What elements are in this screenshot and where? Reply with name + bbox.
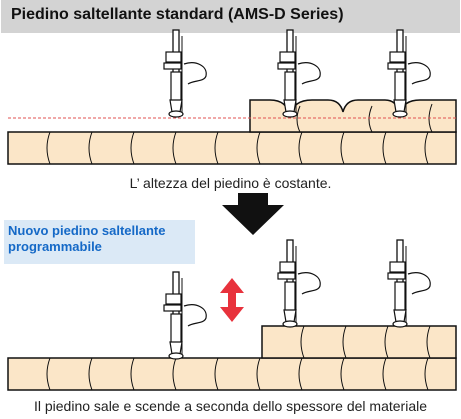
caption-constant-height: L’ altezza del piedino è costante.: [129, 175, 332, 191]
caption-variable-height: Il piedino sale e scende a seconda dello…: [33, 398, 428, 414]
new-foot-label: Nuovo piedino saltellante programmabile: [4, 220, 195, 264]
bottom-upper-layer: [261, 325, 457, 359]
new-foot-label-line2: programmabile: [8, 239, 102, 254]
presser-foot-icon: [163, 271, 207, 360]
down-arrow-icon: [222, 193, 284, 235]
presser-foot-icon: [387, 239, 431, 328]
up-down-arrow-icon: [220, 278, 244, 322]
top-upper-layer: [249, 99, 457, 133]
presser-foot-icon: [277, 239, 321, 328]
presser-foot-icon: [163, 29, 207, 118]
bottom-base-fabric: [7, 357, 457, 391]
diagram-title: Piedino saltellante standard (AMS-D Seri…: [1, 0, 460, 33]
new-foot-label-line1: Nuovo piedino saltellante: [8, 223, 166, 238]
top-base-fabric: [7, 131, 457, 165]
